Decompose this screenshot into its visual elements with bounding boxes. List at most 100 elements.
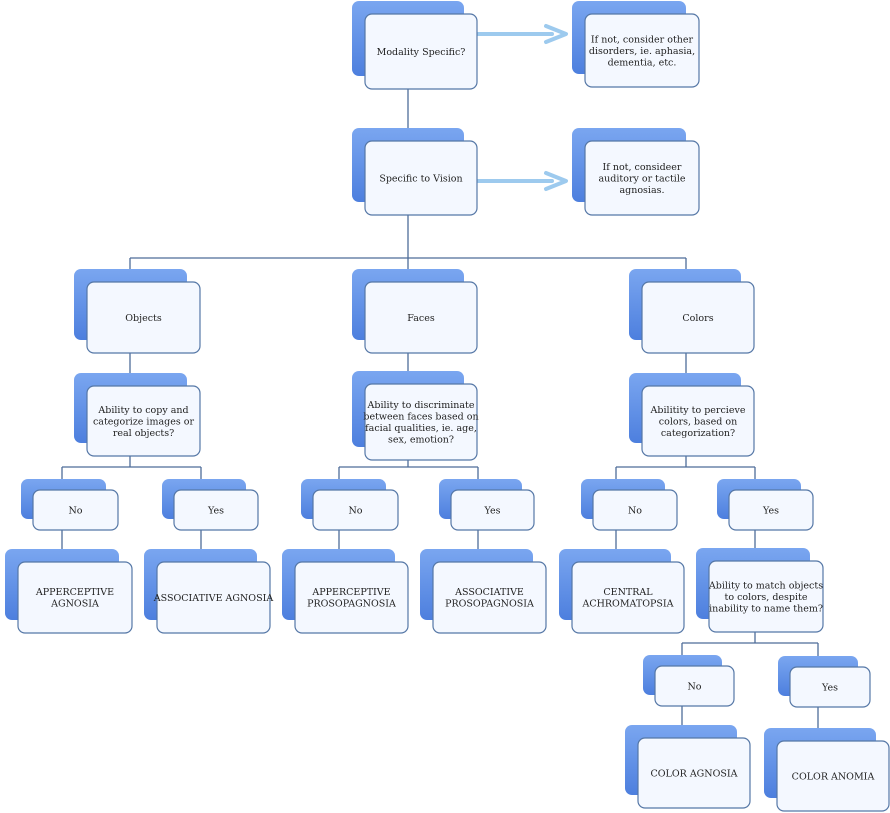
node-label: Yes: [821, 682, 838, 693]
node-label: Yes: [207, 505, 224, 516]
node-box: [364, 281, 478, 354]
node-box: [728, 489, 814, 531]
node-label: Specific to Vision: [379, 173, 462, 184]
node-label-line: COLOR AGNOSIA: [651, 768, 738, 779]
node-label-line: to colors, despite: [725, 592, 808, 603]
node-label: Colors: [682, 313, 713, 324]
node-label: No: [628, 505, 642, 516]
node-box: [294, 561, 409, 634]
node-label-line: PROSOPAGNOSIA: [445, 599, 534, 610]
node-modality: Modality Specific?: [352, 1, 478, 90]
node-label-line: agnosias.: [619, 185, 664, 196]
node-label-line: disorders, ie. aphasia,: [589, 46, 695, 57]
node-associative-agnosia: ASSOCIATIVE AGNOSIA: [144, 549, 274, 634]
node-box: [86, 385, 201, 457]
arrow-right-icon: [476, 24, 568, 44]
node-label: Yes: [484, 505, 501, 516]
node-label-line: CENTRAL: [603, 587, 653, 598]
node-vision: Specific to Vision: [352, 128, 478, 216]
node-box: [708, 560, 824, 633]
node-label: Modality Specific?: [377, 47, 466, 58]
node-label-line: auditory or tactile: [599, 173, 686, 184]
node-label-line: colors, based on: [659, 416, 737, 427]
node-label-line: Yes: [207, 505, 224, 516]
node-label: Objects: [125, 313, 162, 324]
node-label: COLOR ANOMIA: [792, 771, 875, 782]
node-label-line: Abilitity to percieve: [650, 405, 746, 416]
node-box: [86, 281, 201, 354]
node-box: [654, 665, 735, 707]
node-label-line: No: [348, 505, 362, 516]
node-box: [641, 281, 755, 354]
arrow-right-icon: [476, 171, 568, 191]
node-box: [637, 737, 751, 809]
node-label-line: COLOR ANOMIA: [792, 771, 875, 782]
node-box: [584, 140, 700, 216]
node-label-line: If not, consider other: [591, 34, 694, 45]
node-box: [450, 489, 535, 531]
node-box: [641, 385, 755, 457]
node-box: [32, 489, 119, 531]
node-label-line: Specific to Vision: [379, 173, 462, 184]
node-label-line: PROSOPAGNOSIA: [307, 599, 396, 610]
node-label-line: Modality Specific?: [377, 47, 466, 58]
node-obj-yes: Yes: [162, 479, 259, 531]
node-label-line: APPERCEPTIVE: [311, 587, 390, 598]
node-box: [776, 740, 890, 812]
node-label: Faces: [407, 313, 435, 324]
node-label-line: Ability to copy and: [97, 405, 188, 416]
node-box: [364, 140, 478, 216]
node-box: [17, 561, 133, 634]
node-label-line: No: [687, 681, 701, 692]
node-label-line: ASSOCIATIVE AGNOSIA: [153, 593, 274, 604]
node-label-line: categorize images or: [93, 416, 194, 427]
node-label-line: Ability to match objects: [708, 580, 823, 591]
node-label-line: inability to name them?: [709, 603, 823, 614]
node-label: COLOR AGNOSIA: [651, 768, 738, 779]
arrows: [476, 24, 568, 191]
node-color-anomia: COLOR ANOMIA: [764, 728, 890, 812]
node-match-yes: Yes: [778, 656, 871, 708]
node-label: No: [68, 505, 82, 516]
node-label-line: Yes: [821, 682, 838, 693]
node-colors: Colors: [629, 269, 755, 354]
node-col-yes: Yes: [717, 479, 814, 531]
node-label-line: AGNOSIA: [50, 599, 99, 610]
node-match-no: No: [643, 655, 735, 707]
node-box: [592, 489, 678, 531]
node-label-line: sex, emotion?: [388, 435, 454, 446]
node-label-line: Faces: [407, 313, 435, 324]
node-label-line: Ability to discriminate: [367, 400, 475, 411]
node-box: [173, 489, 259, 531]
node-label-line: No: [628, 505, 642, 516]
node-label-line: If not, consideer: [603, 162, 682, 173]
node-box: [571, 561, 685, 634]
node-label-line: Colors: [682, 313, 713, 324]
node-box: [312, 489, 399, 531]
node-face-no: No: [301, 479, 399, 531]
node-label: ASSOCIATIVE AGNOSIA: [153, 593, 274, 604]
node-box: [364, 13, 478, 90]
node-label: No: [348, 505, 362, 516]
node-label: No: [687, 681, 701, 692]
node-faces: Faces: [352, 269, 478, 354]
node-box: [156, 561, 271, 634]
